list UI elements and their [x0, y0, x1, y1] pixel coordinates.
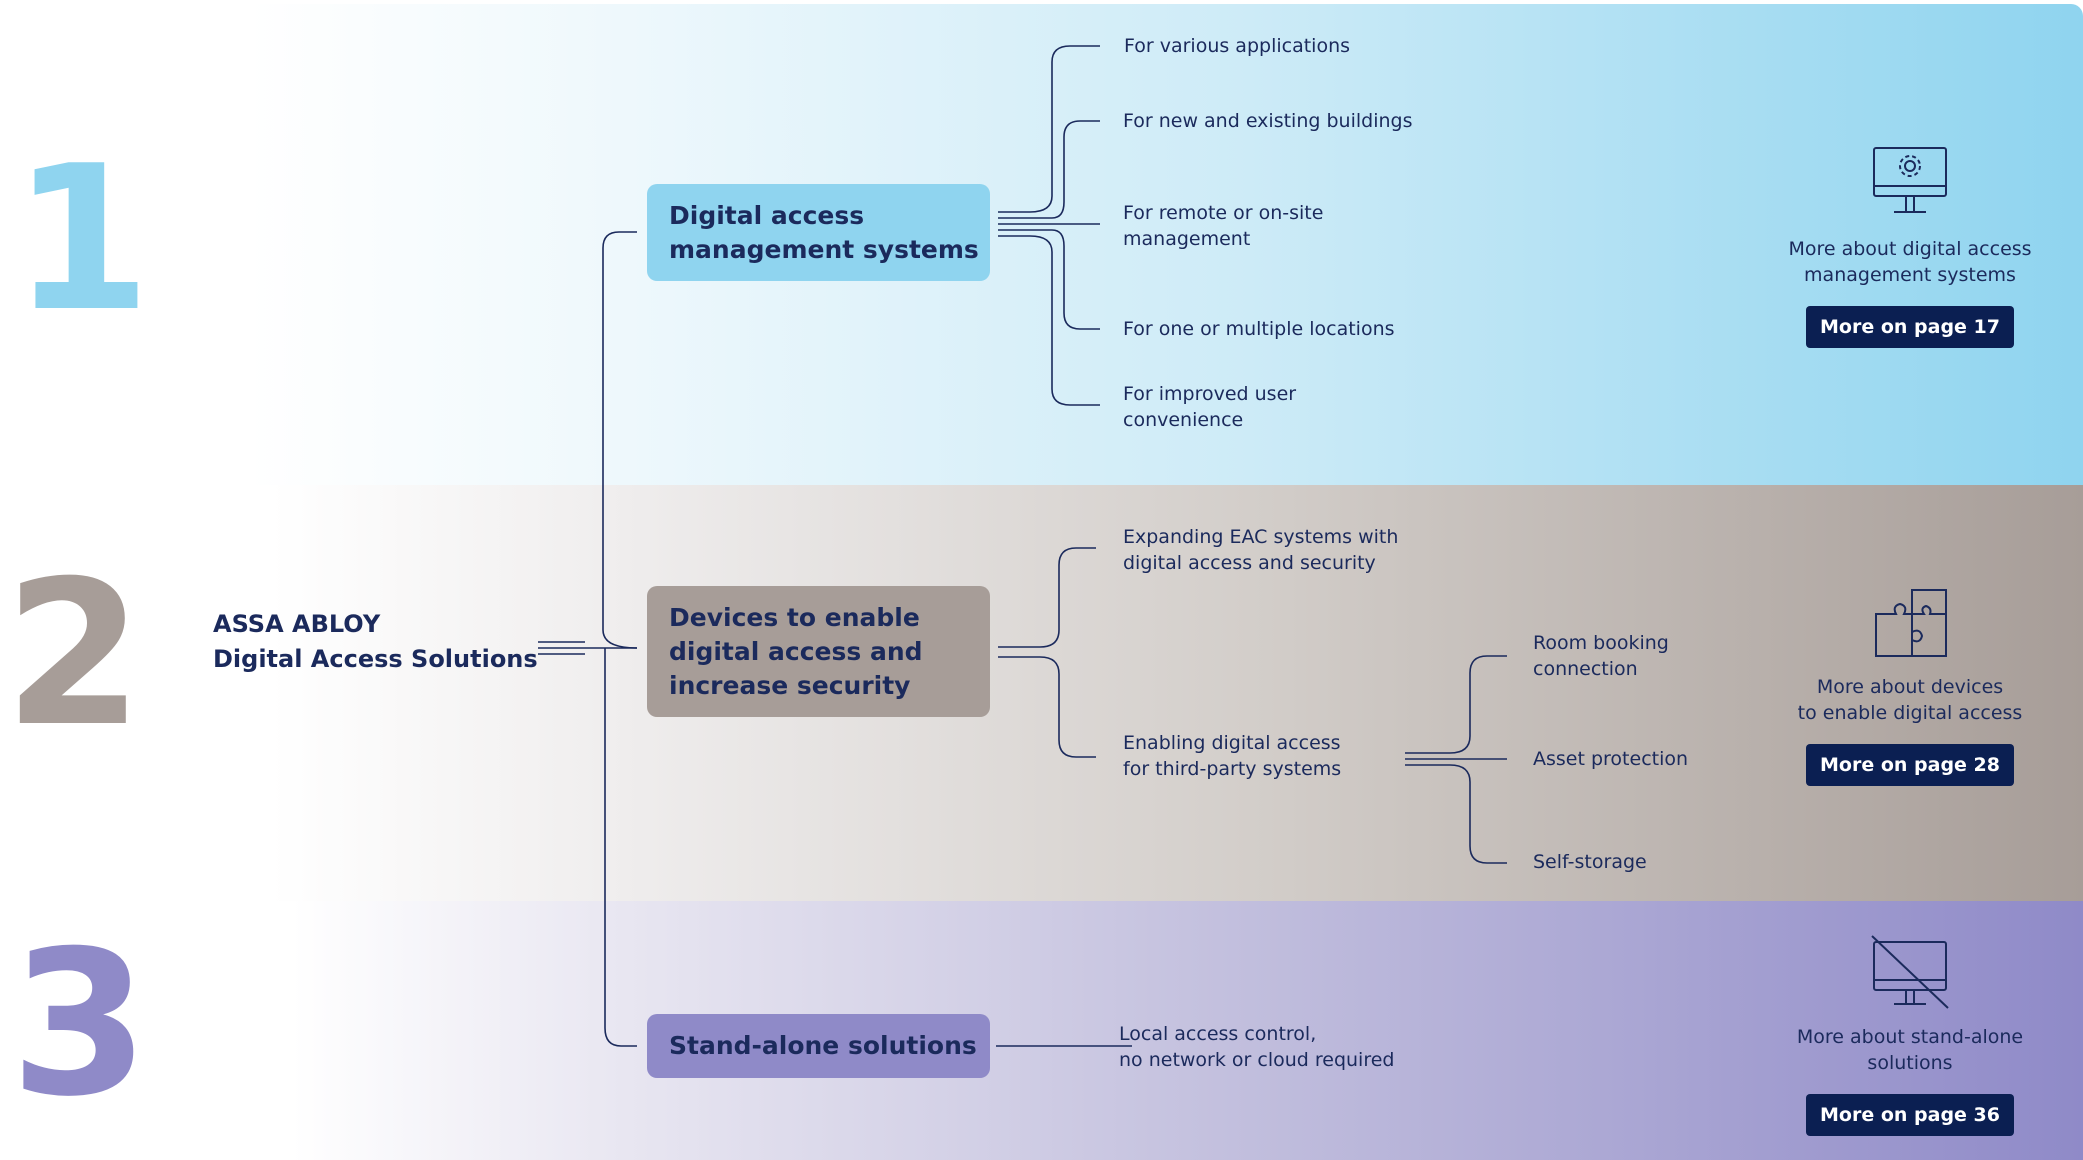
item-line: no network or cloud required [1119, 1049, 1395, 1071]
item-line: digital access and security [1123, 552, 1376, 574]
more-on-page-36-button[interactable]: More on page 36 [1806, 1094, 2014, 1136]
list-item: For new and existing buildings [1123, 108, 1412, 134]
category-label: Stand-alone solutions [669, 1031, 977, 1060]
item-line: Self-storage [1533, 851, 1647, 873]
item-line: For new and existing buildings [1123, 110, 1413, 132]
caption-line: solutions [1867, 1052, 1953, 1074]
item-line: for third-party systems [1123, 758, 1342, 780]
caption-line: More about digital access [1788, 238, 2032, 260]
section-number-3: 3 [10, 908, 150, 1141]
side-panel-2: More about devices to enable digital acc… [1760, 584, 2060, 786]
section-band-3 [0, 901, 2083, 1160]
section-band-2 [0, 485, 2083, 901]
list-item: For remote or on-site management [1123, 200, 1323, 252]
item-line: Asset protection [1533, 748, 1689, 770]
list-item: Expanding EAC systems with digital acces… [1123, 524, 1398, 576]
list-item: Self-storage [1533, 849, 1647, 875]
list-item: For various applications [1124, 33, 1350, 59]
more-on-page-28-button[interactable]: More on page 28 [1806, 744, 2014, 786]
root-subtitle: Digital Access Solutions [213, 645, 538, 673]
item-line: convenience [1123, 409, 1244, 431]
category-digital-access-management: Digital access management systems [647, 184, 990, 281]
list-item: For one or multiple locations [1123, 316, 1395, 342]
item-line: Room booking [1533, 632, 1669, 654]
side-caption: More about devices to enable digital acc… [1760, 674, 2060, 726]
list-item: Room booking connection [1533, 630, 1669, 682]
item-line: For remote or on-site [1123, 202, 1324, 224]
item-line: For one or multiple locations [1123, 318, 1395, 340]
more-on-page-17-button[interactable]: More on page 17 [1806, 306, 2014, 348]
section-number-2: 2 [4, 538, 144, 771]
puzzle-icon [1875, 589, 1947, 657]
category-label: management systems [669, 234, 979, 264]
side-caption: More about digital access management sys… [1760, 236, 2060, 288]
root-title: ASSA ABLOY [213, 610, 381, 638]
item-line: management [1123, 228, 1251, 250]
side-caption: More about stand-alone solutions [1760, 1024, 2060, 1076]
category-label: Digital access [669, 200, 865, 230]
side-panel-1: More about digital access management sys… [1760, 146, 2060, 348]
monitor-gear-icon [1873, 147, 1947, 213]
side-panel-3: More about stand-alone solutions More on… [1760, 934, 2060, 1136]
item-line: connection [1533, 658, 1638, 680]
root-node: ASSA ABLOY Digital Access Solutions [213, 607, 538, 677]
monitor-crossed-icon [1871, 935, 1949, 1009]
category-label: Devices to enable [669, 602, 920, 632]
category-devices: Devices to enable digital access and inc… [647, 586, 990, 717]
section-band-1 [0, 4, 2083, 485]
category-stand-alone: Stand-alone solutions [647, 1014, 990, 1078]
item-line: Local access control, [1119, 1023, 1317, 1045]
section-number-1: 1 [12, 123, 152, 356]
item-line: For various applications [1124, 35, 1351, 57]
caption-line: More about stand-alone [1796, 1026, 2024, 1048]
list-item: For improved user convenience [1123, 381, 1296, 433]
list-item: Local access control, no network or clou… [1119, 1021, 1394, 1073]
category-label: increase security [669, 670, 911, 700]
list-item: Asset protection [1533, 746, 1688, 772]
list-item: Enabling digital access for third-party … [1123, 730, 1341, 782]
item-line: Expanding EAC systems with [1123, 526, 1399, 548]
item-line: For improved user [1123, 383, 1297, 405]
caption-line: management systems [1804, 264, 2016, 286]
category-label: digital access and [669, 636, 923, 666]
caption-line: to enable digital access [1797, 702, 2023, 724]
item-line: Enabling digital access [1123, 732, 1341, 754]
caption-line: More about devices [1816, 676, 2004, 698]
